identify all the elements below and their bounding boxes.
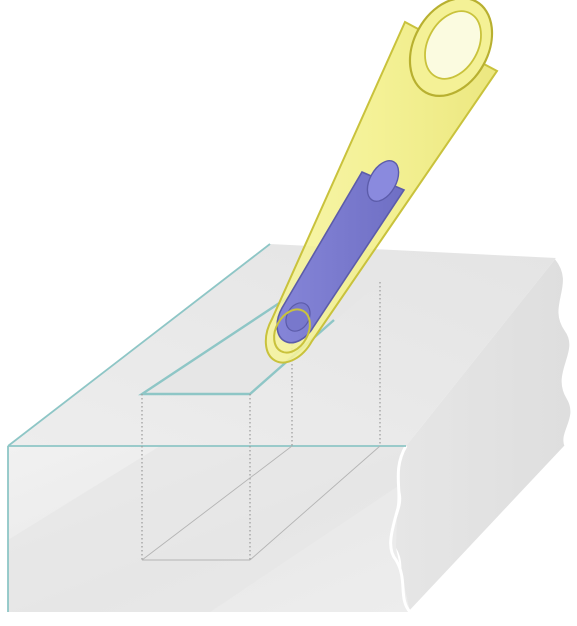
- block-body: [7, 243, 574, 614]
- block-side-face: [392, 258, 572, 612]
- front-shade: [8, 446, 406, 612]
- slot-interior-lines: [141, 445, 381, 561]
- inner-rod: [276, 170, 406, 344]
- inner-rod-top-cap: [366, 160, 400, 202]
- tube-bottom-rim: [273, 308, 311, 354]
- block-edge-top-left: [7, 243, 271, 447]
- slot-hidden-edges: [141, 282, 381, 560]
- tube-top-rim-inner: [424, 10, 482, 80]
- tube-assembly: [264, 0, 499, 364]
- cut-edge-front: [389, 445, 412, 613]
- cut-edge-back: [408, 257, 574, 614]
